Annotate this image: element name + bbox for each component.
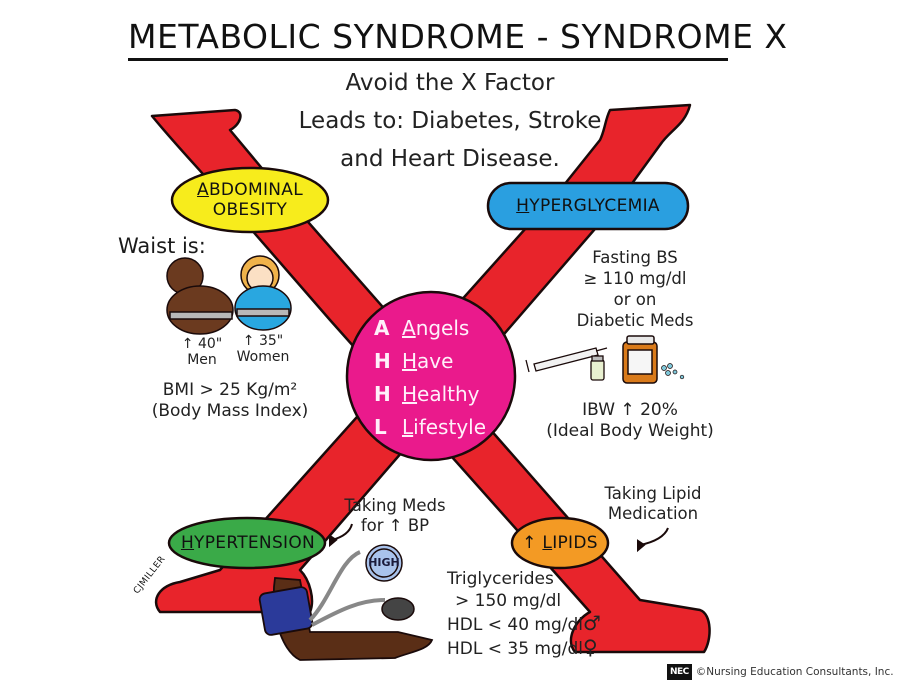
arrow-to-gauge-icon: [329, 523, 353, 548]
woman-figure-icon: [234, 255, 292, 331]
hyperglycemia-notes: Fasting BS ≥ 110 mg/dl or on Diabetic Me…: [570, 247, 700, 331]
bmi-line-1: BMI > 25 Kg/m²: [162, 380, 298, 400]
men-waist-value: ↑ 40": [181, 336, 223, 352]
lipids-label-rest: IPIDS: [552, 533, 598, 553]
bp-meds-line-2: for ↑ BP: [360, 516, 430, 535]
hdl-women-value: HDL < 35 mg/dl: [447, 639, 584, 659]
triglycerides-value: > 150 mg/dl: [455, 591, 562, 611]
abdominal-obesity-label: ABDOMINAL OBESITY: [172, 180, 328, 220]
arm-bp-cuff-icon: [258, 577, 434, 661]
bmi-line-2: (Body Mass Index): [151, 401, 309, 421]
men-waist: ↑ 40" Men: [176, 336, 228, 368]
mnemonic-word-initial: L: [402, 415, 414, 439]
diabetic-meds-line: Diabetic Meds: [576, 311, 694, 330]
women-waist-value: ↑ 35": [242, 333, 284, 349]
mnemonic-letter: H: [374, 382, 391, 406]
mnemonic-word-rest: ifestyle: [413, 415, 487, 439]
bp-meds-line-1: Taking Meds: [344, 496, 446, 515]
vial-icon: [590, 355, 605, 381]
fasting-bs-value: ≥ 110 mg/dl: [583, 269, 687, 288]
page-title: METABOLIC SYNDROME - SYNDROME X: [128, 17, 788, 56]
pill-bottle-icon: [622, 335, 658, 384]
bp-meds-note: Taking Meds for ↑ BP: [338, 496, 452, 536]
women-waist: ↑ 35" Women: [234, 333, 292, 365]
hyperglycemia-first-letter: H: [516, 196, 530, 216]
title-underline: [128, 58, 728, 61]
lipid-meds-line-2: Medication: [607, 504, 699, 523]
mnemonic-letter: H: [374, 349, 391, 373]
lipids-label: ↑ LIPIDS: [512, 533, 608, 553]
bp-gauge-icon: [308, 544, 415, 627]
or-on-line: or on: [613, 290, 657, 309]
man-figure-icon: [166, 257, 234, 335]
men-label: Men: [187, 352, 217, 368]
copyright-footer: NEC©Nursing Education Consultants, Inc.: [667, 664, 894, 680]
copyright-text: ©Nursing Education Consultants, Inc.: [695, 666, 894, 678]
hdl-men-row: HDL < 40 mg/dl♂: [447, 612, 601, 636]
mnemonic-word-rest: ave: [417, 349, 454, 373]
nec-logo: NEC: [667, 664, 692, 680]
hypertension-label: HYPERTENSION: [170, 533, 326, 553]
hypertension-first-letter: H: [180, 533, 195, 553]
bmi-criterion: BMI > 25 Kg/m² (Body Mass Index): [130, 380, 330, 422]
lipids-first-letter: L: [542, 533, 553, 553]
hdl-men-value: HDL < 40 mg/dl: [447, 615, 584, 635]
ibw-criterion: IBW ↑ 20% (Ideal Body Weight): [530, 400, 730, 442]
abdominal-first-letter: A: [197, 180, 209, 200]
hyperglycemia-label-rest: YPERGLYCEMIA: [529, 196, 660, 216]
lipid-meds-line-1: Taking Lipid: [604, 484, 702, 503]
hypertension-label-rest: YPERTENSION: [194, 533, 316, 553]
triglycerides-label: Triglycerides: [447, 569, 554, 589]
mnemonic-letter: A: [374, 316, 390, 340]
abdominal-obesity-line-2: OBESITY: [212, 200, 288, 220]
hyperglycemia-label: HYPERGLYCEMIA: [488, 196, 688, 216]
lipids-oval: [510, 516, 610, 570]
abdominal-obesity-oval: [170, 166, 330, 234]
subtitle-line-3: and Heart Disease.: [340, 146, 560, 172]
hdl-women-row: HDL < 35 mg/dl♀: [447, 636, 601, 660]
male-symbol-icon: ♂: [583, 611, 601, 635]
abdominal-obesity-line-1: ABDOMINAL: [172, 180, 328, 200]
waist-heading: Waist is:: [118, 234, 206, 258]
lipid-meds-note: Taking Lipid Medication: [597, 484, 709, 524]
pills-icon: [661, 363, 685, 380]
ibw-line-2: (Ideal Body Weight): [546, 421, 714, 441]
up-arrow-icon: ↑: [522, 533, 537, 553]
ibw-line-1: IBW ↑ 20%: [582, 400, 678, 420]
abdominal-label-rest: BDOMINAL: [208, 180, 303, 200]
arrow-to-lipids-icon: [637, 527, 669, 553]
lipid-criteria: Triglycerides > 150 mg/dl HDL < 40 mg/dl…: [447, 568, 601, 660]
hypertension-oval: [167, 516, 327, 570]
gauge-high-label: HIGH: [368, 556, 400, 569]
mnemonic-letter: L: [374, 415, 387, 439]
female-symbol-icon: ♀: [583, 635, 598, 659]
mnemonic-word-initial: H: [402, 349, 418, 373]
syringe-icon: [525, 347, 608, 373]
women-label: Women: [236, 349, 290, 365]
mnemonic-word-initial: H: [402, 382, 418, 406]
mnemonic-circle: [345, 290, 517, 462]
mnemonic-word-rest: ngels: [415, 316, 470, 340]
subtitle-line-2: Leads to: Diabetes, Stroke: [298, 108, 602, 134]
mnemonic-word-rest: ealthy: [417, 382, 480, 406]
fasting-bs-line: Fasting BS: [592, 248, 678, 267]
hyperglycemia-oval: [486, 181, 690, 231]
mnemonic-word-initial: A: [402, 316, 416, 340]
subtitle-line-1: Avoid the X Factor: [345, 70, 555, 96]
